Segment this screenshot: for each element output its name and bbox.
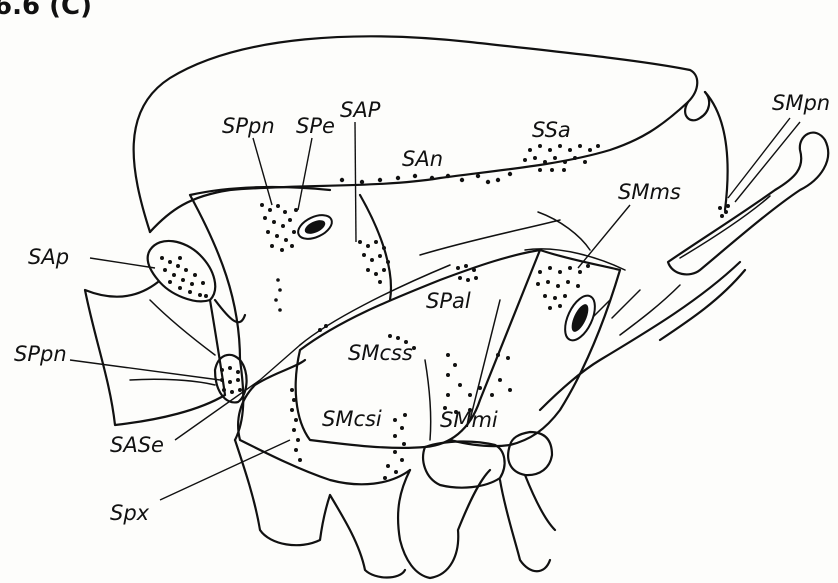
dots-SSa	[523, 144, 600, 172]
label-SMms: SMms	[618, 180, 681, 204]
dots-SAP	[358, 240, 390, 284]
left-wing-lines	[130, 300, 215, 385]
sulcus-line-4	[612, 290, 640, 318]
label-SPpn-top: SPpn	[222, 114, 275, 138]
leader-SMpn	[728, 118, 800, 202]
dots-SAp	[160, 256, 208, 298]
dots-SMpn	[718, 204, 730, 218]
label-SSa: SSa	[532, 118, 571, 142]
figure-title-fragment: 6.6 (C)	[0, 0, 92, 21]
label-SAn: SAn	[402, 147, 443, 171]
label-SPpn-left: SPpn	[14, 342, 67, 366]
label-Spx: Spx	[110, 501, 150, 525]
leader-SMms	[578, 205, 630, 268]
label-SASe: SASe	[110, 433, 164, 457]
dots-SPpn-lower	[220, 366, 242, 394]
left-lobe-SAp	[148, 241, 216, 301]
leader-SAp	[90, 258, 155, 268]
dots-SPe-trail	[274, 278, 282, 312]
sulcus-line-5	[620, 285, 680, 335]
label-SMmi: SMmi	[440, 408, 498, 432]
ridge-line	[538, 212, 590, 250]
dots-SPpn-upper	[260, 203, 298, 252]
label-SMcsi: SMcsi	[322, 407, 382, 431]
dots-SAn	[340, 172, 512, 184]
sulcus-line-1	[425, 360, 431, 440]
leader-SPpn-top	[253, 138, 272, 205]
leader-SPe	[298, 138, 312, 210]
label-SAP: SAP	[340, 98, 381, 122]
leader-SAP	[355, 122, 356, 242]
leg-left	[235, 440, 405, 578]
label-SPal: SPal	[426, 289, 471, 313]
label-SPe: SPe	[296, 114, 335, 138]
label-SAp: SAp	[28, 245, 69, 269]
leg-right	[500, 475, 555, 571]
left-wing-frame	[85, 282, 245, 425]
leader-Spx	[160, 440, 290, 500]
label-SMcss: SMcss	[348, 341, 413, 365]
coxa-middle	[423, 441, 504, 487]
label-SMpn: SMpn	[772, 91, 830, 115]
leader-SPpn-left	[70, 360, 220, 380]
